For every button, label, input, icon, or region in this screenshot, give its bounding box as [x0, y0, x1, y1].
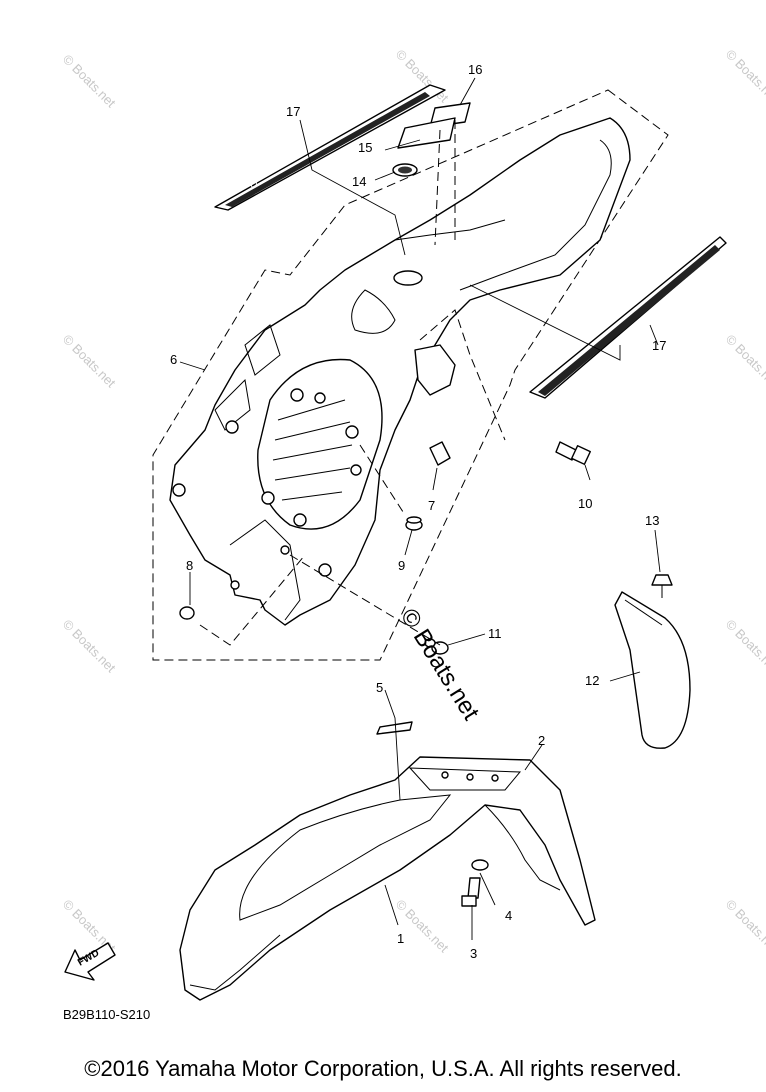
watermark-small-8: © Boats.net	[723, 617, 766, 676]
callout-5: 5	[376, 680, 383, 695]
collar-8	[179, 606, 195, 620]
callout-4: 4	[505, 908, 512, 923]
diagram-code: B29B110-S210	[63, 1007, 150, 1022]
fender-mount-tab	[414, 344, 456, 396]
grommet-9	[405, 516, 423, 531]
nut-7	[429, 441, 451, 466]
mud-flap-12	[614, 591, 691, 749]
callout-10: 10	[578, 496, 592, 511]
watermark-small-3: © Boats.net	[723, 47, 766, 106]
watermark-small-4: © Boats.net	[60, 332, 119, 391]
callout-13: 13	[645, 513, 659, 528]
watermark-small-6: © Boats.net	[723, 332, 766, 391]
callout-9: 9	[398, 558, 405, 573]
decal-right	[529, 236, 727, 399]
bolt-11	[424, 638, 449, 655]
decal-left: YZ	[214, 84, 446, 211]
decal-15	[397, 117, 456, 149]
watermark-small-7: © Boats.net	[60, 617, 119, 676]
callout-11: 11	[488, 626, 502, 641]
watermark-small-10: © Boats.net	[393, 897, 452, 956]
watermark-large: © Boats.net	[395, 604, 485, 725]
callout-8: 8	[186, 558, 193, 573]
bolt-3	[461, 877, 481, 907]
screw-13	[651, 574, 673, 598]
label-5	[376, 721, 413, 735]
bolt-10	[555, 441, 592, 466]
grommet-14	[392, 163, 418, 177]
callout-15: 15	[358, 140, 372, 155]
callout-12: 12	[585, 673, 599, 688]
callout-2: 2	[538, 733, 545, 748]
callout-16: 16	[468, 62, 482, 77]
washer-4	[471, 859, 489, 871]
watermark-small-1: © Boats.net	[60, 52, 119, 111]
callout-14: 14	[352, 174, 366, 189]
front-fender	[179, 756, 596, 1001]
callout-17-left: 17	[286, 104, 300, 119]
callout-3: 3	[470, 946, 477, 961]
callout-7: 7	[428, 498, 435, 513]
callout-1: 1	[397, 931, 404, 946]
fender-hole	[393, 270, 423, 286]
leader-lines	[179, 77, 661, 940]
assembly-boundary	[152, 89, 669, 661]
fwd-arrow: FWD	[64, 942, 116, 981]
callout-numbers: 1 2 3 4 5 6 7 8 9 10 11 12 13 14 15 16 1…	[170, 62, 666, 961]
watermark-small-11: © Boats.net	[723, 897, 766, 956]
callout-17-right: 17	[652, 338, 666, 353]
copyright-notice: ©2016 Yamaha Motor Corporation, U.S.A. A…	[84, 1056, 682, 1081]
rear-fender	[169, 117, 631, 626]
callout-6: 6	[170, 352, 177, 367]
